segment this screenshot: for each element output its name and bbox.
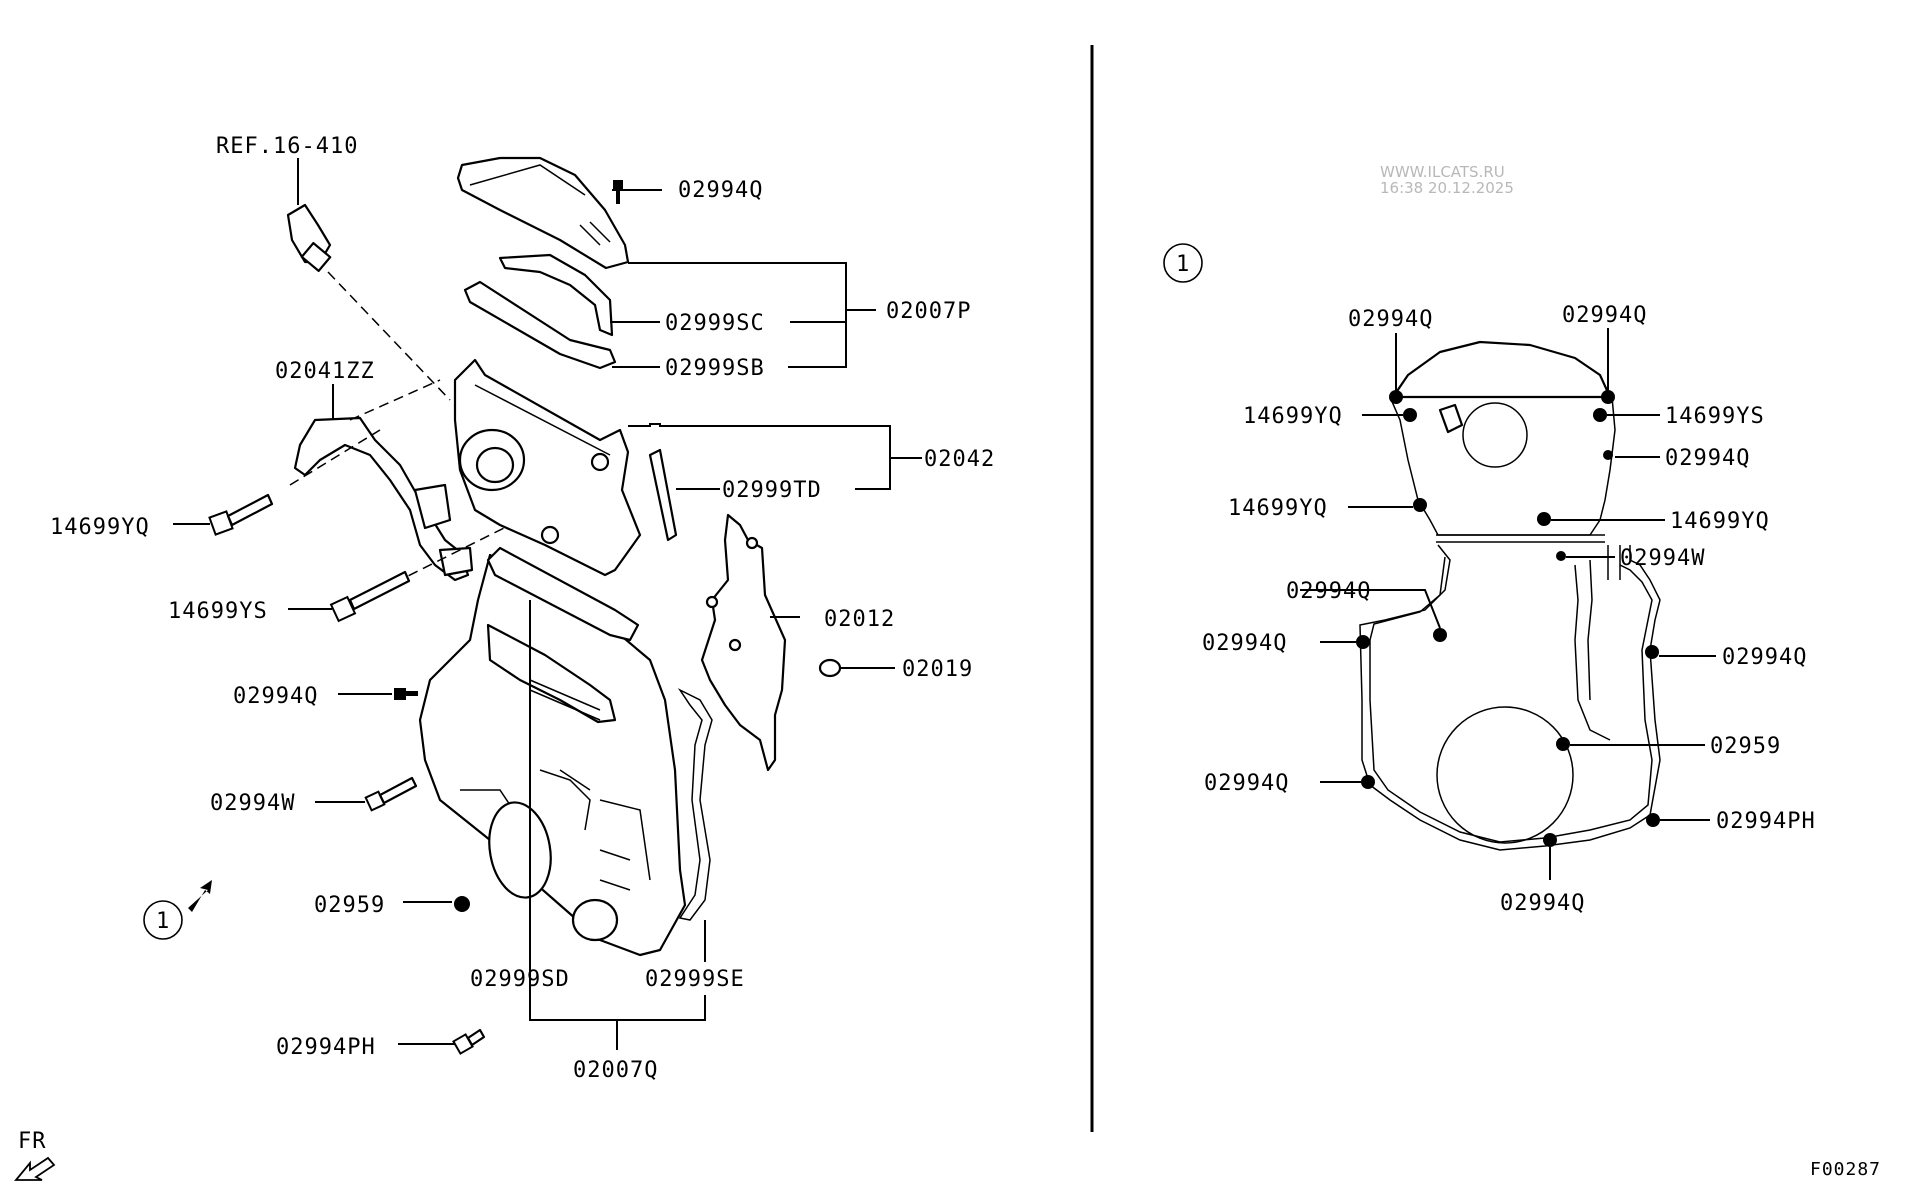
label-02999SB[interactable]: 02999SB bbox=[665, 356, 765, 381]
watermark-time: 16:38 20.12.2025 bbox=[1380, 179, 1514, 197]
label-02007Q[interactable]: 02007Q bbox=[573, 1058, 658, 1083]
oring-02019-icon[interactable] bbox=[818, 658, 842, 678]
arrow-icon bbox=[188, 880, 212, 912]
bolt-02994Q-icon[interactable] bbox=[394, 688, 418, 700]
label-02999SD[interactable]: 02999SD bbox=[470, 967, 570, 992]
label-02012[interactable]: 02012 bbox=[824, 607, 895, 632]
figure-code: F00287 bbox=[1810, 1159, 1881, 1180]
exploded-view: REF.16-410 02994Q 02999SC 02999SB 020 bbox=[14, 134, 995, 1181]
detail-label-02994PH[interactable]: 02994PH bbox=[1716, 809, 1816, 834]
seal-02999TD[interactable] bbox=[648, 448, 678, 542]
detail-label-02994Q-5[interactable]: 02994Q bbox=[1202, 631, 1287, 656]
label-14699YS[interactable]: 14699YS bbox=[168, 599, 268, 624]
detail-label-02994Q-7[interactable]: 02994Q bbox=[1204, 771, 1289, 796]
bolt-icon bbox=[613, 180, 623, 204]
label-02999SE[interactable]: 02999SE bbox=[645, 967, 745, 992]
upper-cover-part[interactable] bbox=[456, 156, 630, 270]
detail-view-marker-icon bbox=[1163, 243, 1203, 283]
label-02994W[interactable]: 02994W bbox=[210, 791, 295, 816]
assembled-cover-outline bbox=[1359, 340, 1661, 851]
seal-02999SD[interactable] bbox=[486, 546, 640, 642]
detail-label-02994Q-2[interactable]: 02994Q bbox=[1562, 303, 1647, 328]
bolt-14699YS-icon[interactable] bbox=[329, 570, 411, 623]
seal-02999SC[interactable] bbox=[498, 253, 614, 337]
detail-marker-label: 1 bbox=[156, 909, 170, 934]
detail-label-14699YQ-1[interactable]: 14699YQ bbox=[1243, 404, 1343, 429]
back-plate-02012-part[interactable] bbox=[700, 513, 787, 772]
detail-label-02994Q-4[interactable]: 02994Q bbox=[1286, 579, 1371, 604]
label-02007P[interactable]: 02007P bbox=[886, 299, 971, 324]
label-02994Q-top[interactable]: 02994Q bbox=[678, 178, 763, 203]
ref-label[interactable]: REF.16-410 bbox=[216, 134, 358, 159]
middle-cover-part[interactable] bbox=[453, 358, 642, 577]
detail-label-02994Q-3[interactable]: 02994Q bbox=[1665, 446, 1750, 471]
detail-label-02994Q-1[interactable]: 02994Q bbox=[1348, 307, 1433, 332]
detail-label-14699YQ-3[interactable]: 14699YQ bbox=[1670, 509, 1770, 534]
nut-02959-icon[interactable] bbox=[454, 896, 470, 912]
detail-view-marker-label: 1 bbox=[1176, 252, 1190, 277]
detail-bolt-dots bbox=[1356, 390, 1660, 847]
label-02994PH[interactable]: 02994PH bbox=[276, 1035, 376, 1060]
bolt-02994W-icon[interactable] bbox=[364, 776, 418, 812]
sensor-part[interactable] bbox=[286, 203, 332, 273]
watermark-site: WWW.ILCATS.RU bbox=[1380, 163, 1505, 181]
bracket-02041ZZ-part[interactable] bbox=[293, 416, 474, 582]
detail-label-14699YQ-2[interactable]: 14699YQ bbox=[1228, 496, 1328, 521]
label-02999SC[interactable]: 02999SC bbox=[665, 311, 765, 336]
bolt-02994PH-icon[interactable] bbox=[452, 1028, 486, 1055]
label-02994Q-mid[interactable]: 02994Q bbox=[233, 684, 318, 709]
bolt-14699YQ-icon[interactable] bbox=[208, 493, 274, 536]
label-02042[interactable]: 02042 bbox=[924, 447, 995, 472]
label-02041ZZ[interactable]: 02041ZZ bbox=[275, 359, 375, 384]
detail-marker-icon[interactable] bbox=[143, 900, 183, 940]
detail-label-02959[interactable]: 02959 bbox=[1710, 734, 1781, 759]
front-arrow-icon bbox=[14, 1156, 56, 1181]
lower-cover-part[interactable] bbox=[418, 553, 687, 957]
detail-label-14699YS-1[interactable]: 14699YS bbox=[1665, 404, 1765, 429]
detail-view: 1 02994Q 02 bbox=[1163, 243, 1816, 916]
fr-label: FR bbox=[18, 1129, 47, 1154]
detail-label-02994Q-8[interactable]: 02994Q bbox=[1500, 891, 1585, 916]
detail-label-02994Q-6[interactable]: 02994Q bbox=[1722, 645, 1807, 670]
label-02999TD[interactable]: 02999TD bbox=[722, 478, 822, 503]
detail-label-02994W[interactable]: 02994W bbox=[1620, 546, 1705, 571]
label-02019[interactable]: 02019 bbox=[902, 657, 973, 682]
seal-02999SB[interactable] bbox=[463, 280, 617, 370]
seal-02999SE[interactable] bbox=[677, 688, 713, 921]
label-14699YQ[interactable]: 14699YQ bbox=[50, 515, 150, 540]
label-02959[interactable]: 02959 bbox=[314, 893, 385, 918]
